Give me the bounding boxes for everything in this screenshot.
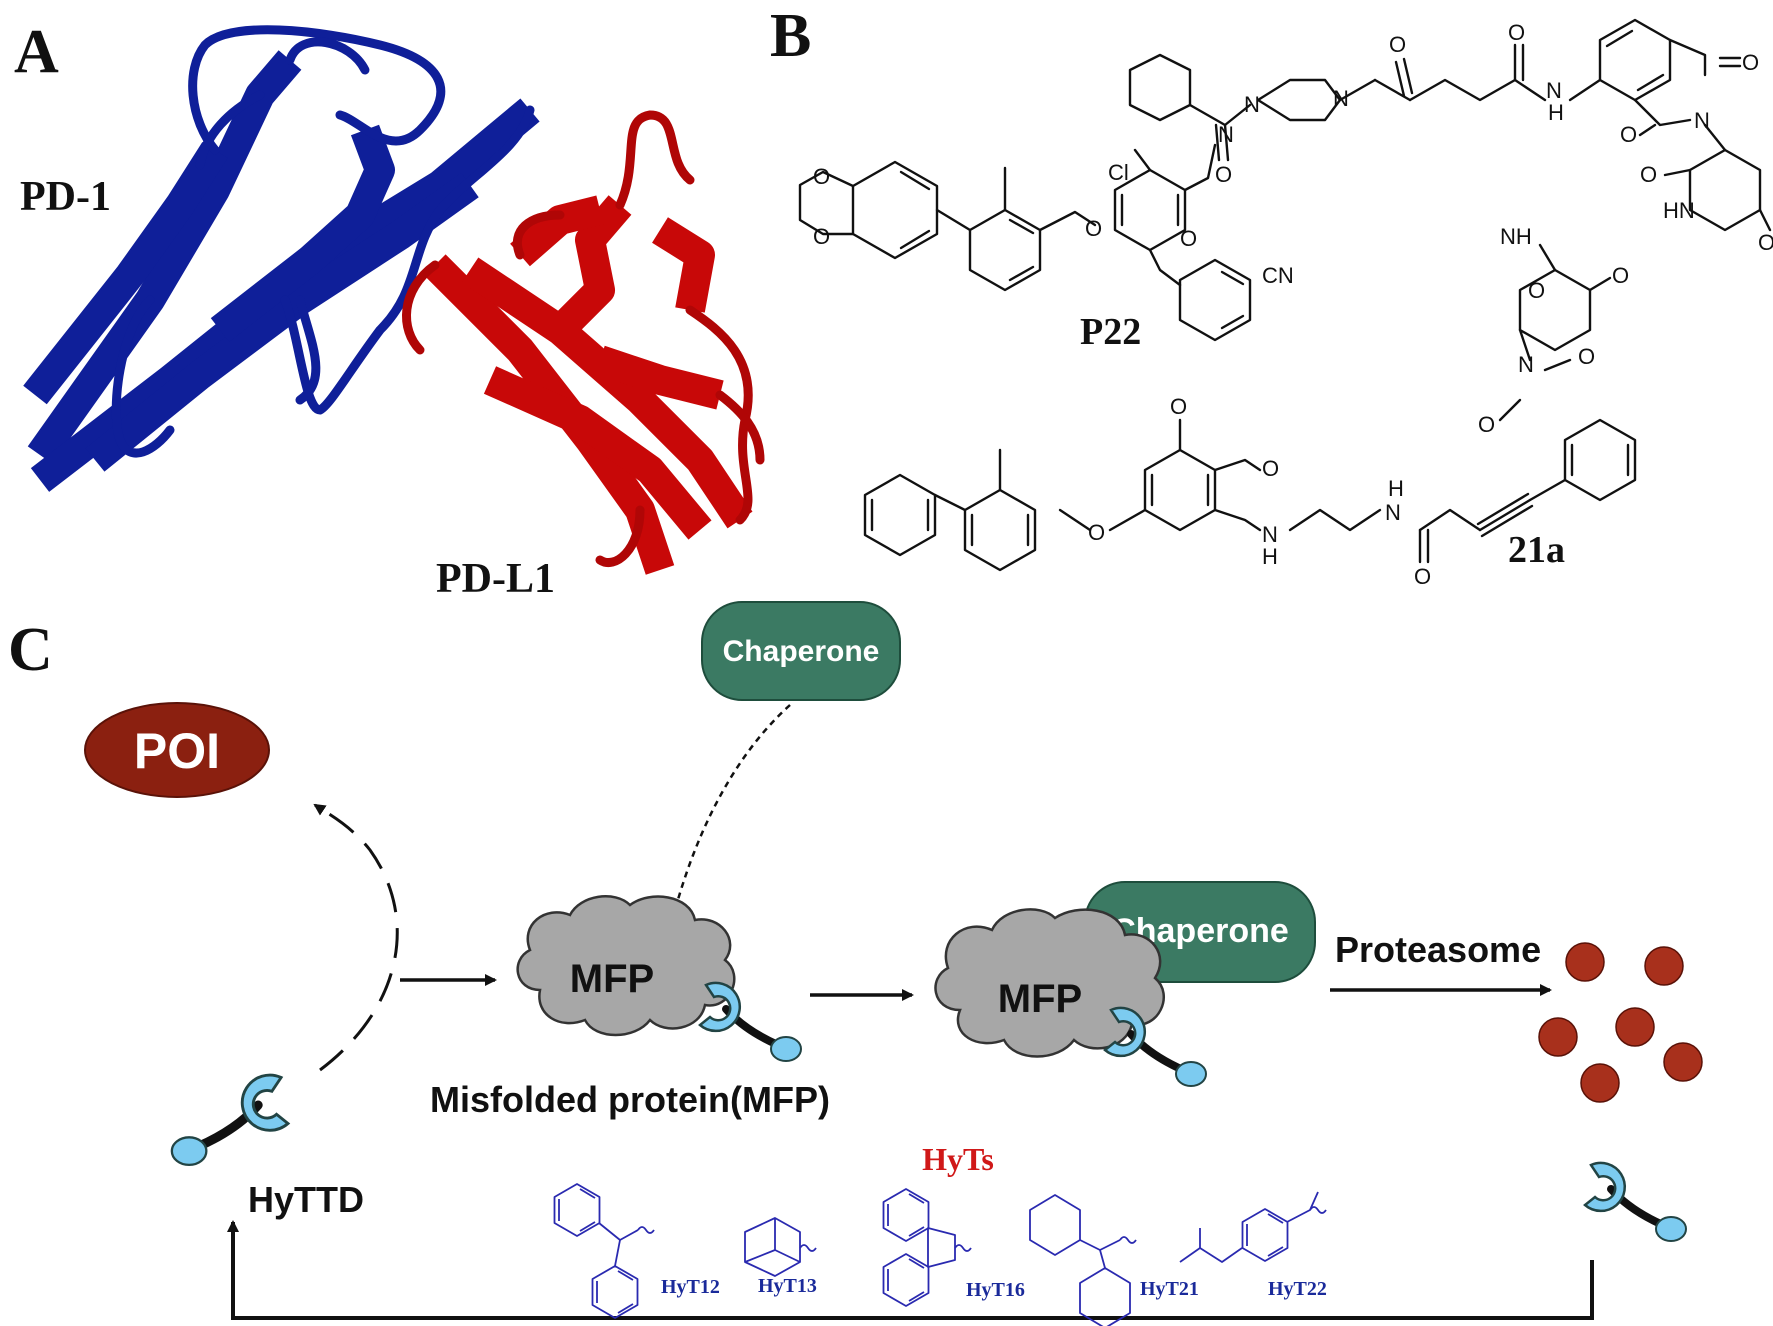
atom-o-ether-1: O xyxy=(1085,216,1102,241)
degraded-fragments xyxy=(1538,942,1703,1103)
atom-o-amide-3: O xyxy=(1508,20,1525,45)
mfp-label-2: MFP xyxy=(998,977,1082,1021)
atom-o-glutarimide-2: O xyxy=(1758,230,1773,255)
atom-o-amide-2: O xyxy=(1389,32,1406,57)
atom-h-21a-amide: H xyxy=(1388,476,1404,501)
hyt12-label: HyT12 xyxy=(661,1276,720,1298)
atom-n-21a: N xyxy=(1518,352,1534,377)
atom-o-21a-ether: O xyxy=(1088,520,1105,545)
atom-nh-n: N xyxy=(1546,78,1562,103)
fragment-4 xyxy=(1615,1007,1655,1047)
mfp-cloud-1 xyxy=(516,895,736,1037)
hyt13-structure xyxy=(744,1217,817,1277)
hyt21-structure xyxy=(1029,1194,1137,1326)
compound-21a-structure xyxy=(863,243,1637,572)
atom-h-21a-amine: H xyxy=(1262,544,1278,569)
atom-o-21a-1: O xyxy=(1528,278,1545,303)
compound-21a-label: 21a xyxy=(1508,529,1565,571)
proteasome-label: Proteasome xyxy=(1335,929,1541,970)
pdl1-label: PD-L1 xyxy=(436,556,555,602)
atom-o-21a-3: O xyxy=(1578,344,1595,369)
atom-n-piperidine: N xyxy=(1218,122,1234,147)
ligand-on-mfp-2 xyxy=(1105,1008,1206,1086)
dashed-arrow-to-poi xyxy=(313,803,399,1072)
atom-o-glutarimide-1: O xyxy=(1640,162,1657,187)
hyts-title: HyTs xyxy=(922,1141,994,1177)
atom-o-21a-amide: O xyxy=(1414,564,1431,589)
atom-o-21a-2: O xyxy=(1612,263,1629,288)
atom-o-ether-2: O xyxy=(1180,226,1197,251)
hyt16-structure xyxy=(882,1188,972,1307)
recycled-hyttd-ligand xyxy=(1585,1163,1686,1241)
atom-o-imide-1: O xyxy=(1742,50,1759,75)
ligand-on-mfp-1 xyxy=(700,983,801,1061)
recycle-arrow xyxy=(227,1220,1594,1320)
atom-hn-glutarimide: HN xyxy=(1663,198,1695,223)
atom-n-piperazine-1: N xyxy=(1244,92,1260,117)
atom-cl: Cl xyxy=(1108,160,1129,185)
misfolded-caption: Misfolded protein(MFP) xyxy=(430,1079,830,1120)
atom-o-imide-2: O xyxy=(1620,122,1637,147)
atom-o-21a-methoxy-2: O xyxy=(1262,456,1279,481)
atom-o-amide-1: O xyxy=(1215,162,1232,187)
atom-cn: CN xyxy=(1262,263,1294,288)
panel-c-letter: C xyxy=(8,616,53,684)
dashed-arrow-chaperone xyxy=(671,704,791,912)
fragment-3 xyxy=(1538,1017,1578,1057)
atom-o-dioxane-1: O xyxy=(813,164,830,189)
fragment-6 xyxy=(1580,1063,1620,1103)
panel-b-letter: B xyxy=(770,2,811,70)
atom-o-dioxane-2: O xyxy=(813,224,830,249)
hyt16-label: HyT16 xyxy=(966,1279,1025,1301)
chaperone-box-top xyxy=(701,601,901,701)
atom-n-piperazine-2: N xyxy=(1333,86,1349,111)
hyttd-label: HyTTD xyxy=(248,1179,364,1220)
poi-ellipse xyxy=(84,702,270,798)
mfp-cloud-2 xyxy=(934,908,1166,1058)
atom-nh-h: H xyxy=(1548,100,1564,125)
atom-o-21a-4: O xyxy=(1478,412,1495,437)
compound-p22-structure xyxy=(798,18,1772,342)
pd1-label: PD-1 xyxy=(20,174,111,220)
fragment-1 xyxy=(1565,942,1605,982)
hyt22-structure xyxy=(1179,1191,1327,1263)
hyt21-label: HyT21 xyxy=(1140,1278,1199,1300)
atom-n-imide: N xyxy=(1694,108,1710,133)
chaperone-label-top: Chaperone xyxy=(723,635,880,668)
mfp-label-1: MFP xyxy=(570,957,654,1001)
hyt22-label: HyT22 xyxy=(1268,1278,1327,1300)
pd1-ribbon xyxy=(23,25,540,492)
poi-label: POI xyxy=(134,723,220,779)
fragment-2 xyxy=(1644,946,1684,986)
compound-p22-label: P22 xyxy=(1080,311,1141,353)
atom-o-21a-methoxy-1: O xyxy=(1170,394,1187,419)
hyt13-label: HyT13 xyxy=(758,1275,817,1297)
pdl1-ribbon xyxy=(402,110,765,575)
atom-n-21a-amine: N xyxy=(1262,522,1278,547)
hyt12-structure xyxy=(553,1183,655,1319)
panel-a-letter: A xyxy=(14,18,59,86)
fragment-5 xyxy=(1663,1042,1703,1082)
hyttd-ligand xyxy=(172,1075,288,1165)
atom-n-21a-amide: N xyxy=(1385,500,1401,525)
atom-nh-21a: NH xyxy=(1500,224,1532,249)
